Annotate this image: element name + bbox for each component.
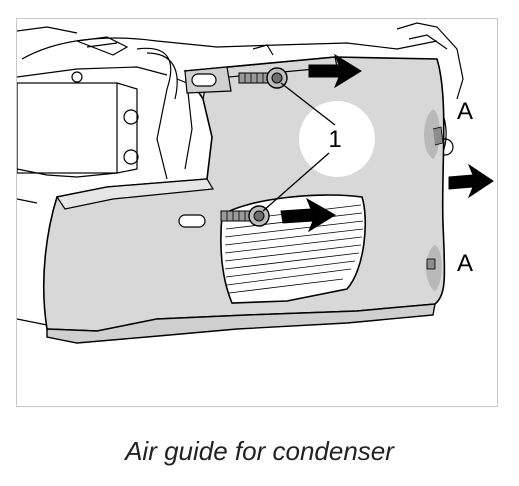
callout-leader-lines	[262, 82, 336, 212]
figure-caption: Air guide for condenser	[125, 436, 394, 466]
callout-label-a-lower: A	[457, 250, 473, 277]
upper-bracket	[184, 66, 232, 94]
attachment-point-lower	[426, 245, 442, 291]
arrow-right-icon	[308, 53, 362, 89]
arrow-right-icon	[448, 163, 494, 199]
air-guide-left-fold	[56, 178, 215, 210]
callout-highlight-circle	[299, 101, 375, 177]
air-guide-lower-lip	[46, 303, 436, 344]
attachment-point-upper	[424, 109, 444, 159]
lower-bolt-slot	[178, 214, 206, 228]
arrow-right-icon	[280, 197, 336, 233]
air-guide-illustration: 1 A A	[17, 22, 494, 344]
figure-frame: 1 A A	[16, 18, 498, 407]
callout-label-a-upper: A	[457, 98, 473, 125]
callout-label-1: 1	[328, 126, 341, 153]
bolt-icon	[220, 205, 270, 227]
